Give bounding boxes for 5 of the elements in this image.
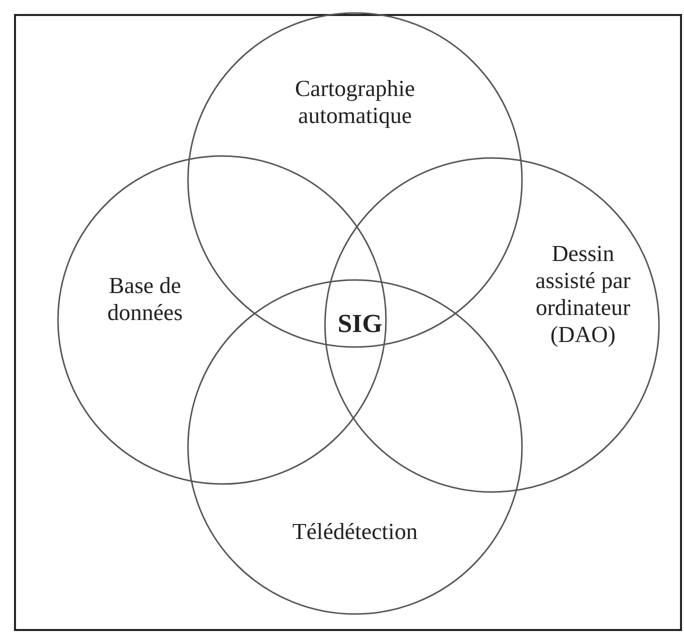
center-label: SIG xyxy=(336,310,384,337)
circle-label: Télédétection xyxy=(291,518,419,545)
circle-label: Dessin assisté par ordinateur (DAO) xyxy=(534,240,632,348)
circle-label: Base de données xyxy=(106,272,184,326)
circle-label: Cartographie automatique xyxy=(294,75,416,129)
